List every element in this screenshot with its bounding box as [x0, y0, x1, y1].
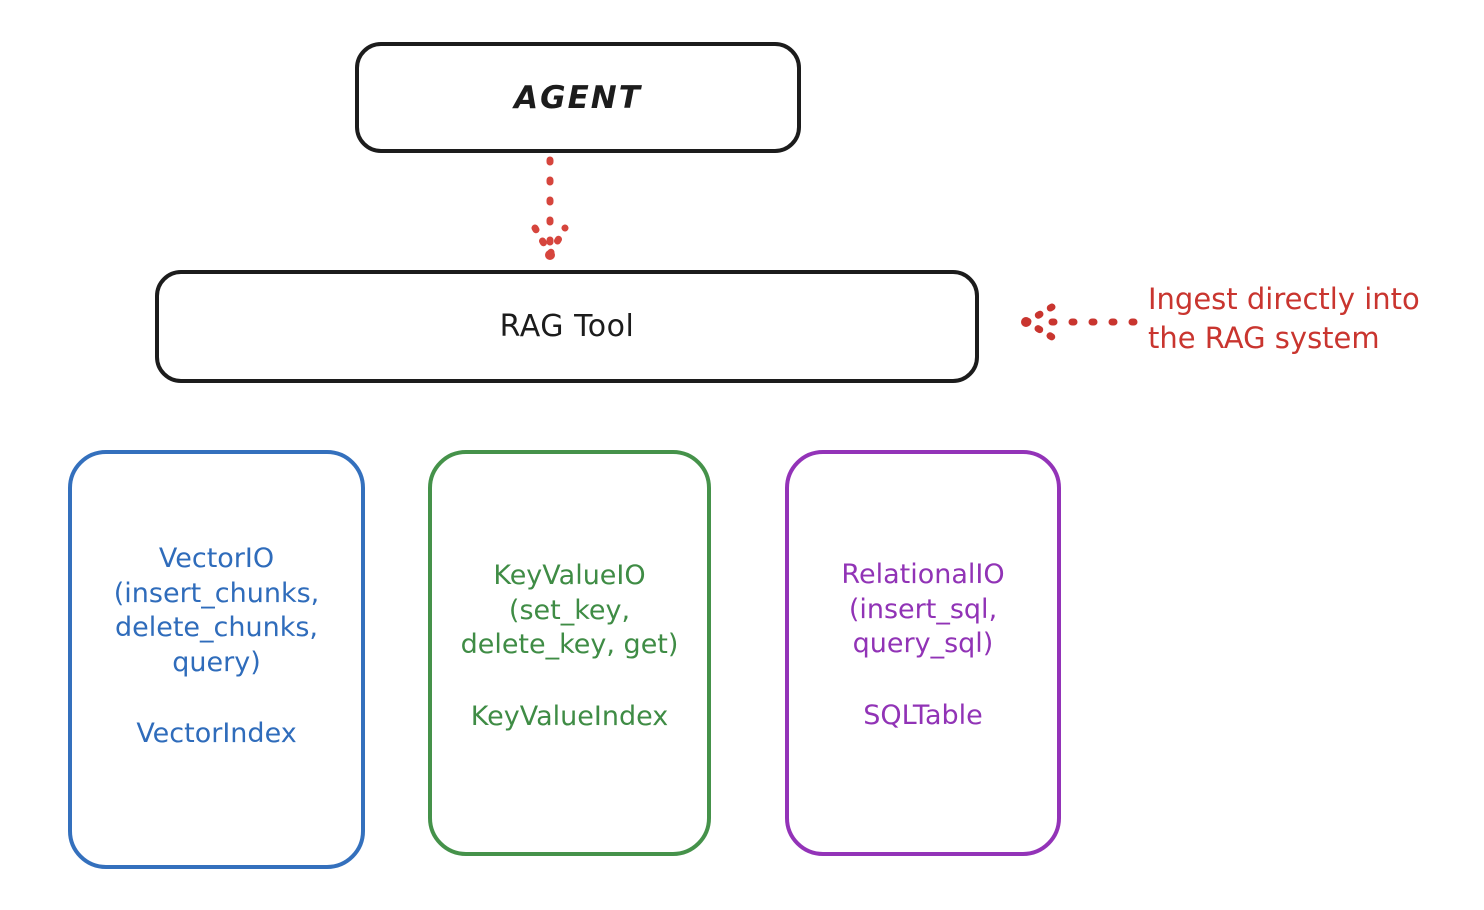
key-value-io-api-label: KeyValueIO (set_key, delete_key, get): [460, 560, 679, 661]
relational-io-node[interactable]: RelationalIO (insert_sql, query_sql) SQL…: [785, 450, 1061, 856]
rag-tool-node-label: RAG Tool: [499, 309, 635, 344]
ingest-annotation-text: Ingest directly into the RAG system: [1148, 282, 1420, 356]
rag-tool-node[interactable]: RAG Tool: [155, 270, 979, 383]
vector-index-label: VectorIndex: [136, 718, 297, 750]
agent-node-label: AGENT: [514, 79, 642, 116]
agent-node[interactable]: AGENT: [355, 42, 801, 153]
vector-io-node[interactable]: VectorIO (insert_chunks, delete_chunks, …: [68, 450, 365, 869]
sql-table-label: SQLTable: [863, 699, 983, 731]
key-value-io-node[interactable]: KeyValueIO (set_key, delete_key, get) Ke…: [428, 450, 711, 856]
key-value-index-label: KeyValueIndex: [470, 700, 669, 732]
agent-to-rag-tool-arrow-icon: [531, 156, 569, 260]
vector-io-api-label: VectorIO (insert_chunks, delete_chunks, …: [113, 543, 320, 678]
relational-io-api-label: RelationalIO (insert_sql, query_sql): [841, 559, 1005, 660]
ingest-arrow-icon: [1021, 303, 1138, 341]
